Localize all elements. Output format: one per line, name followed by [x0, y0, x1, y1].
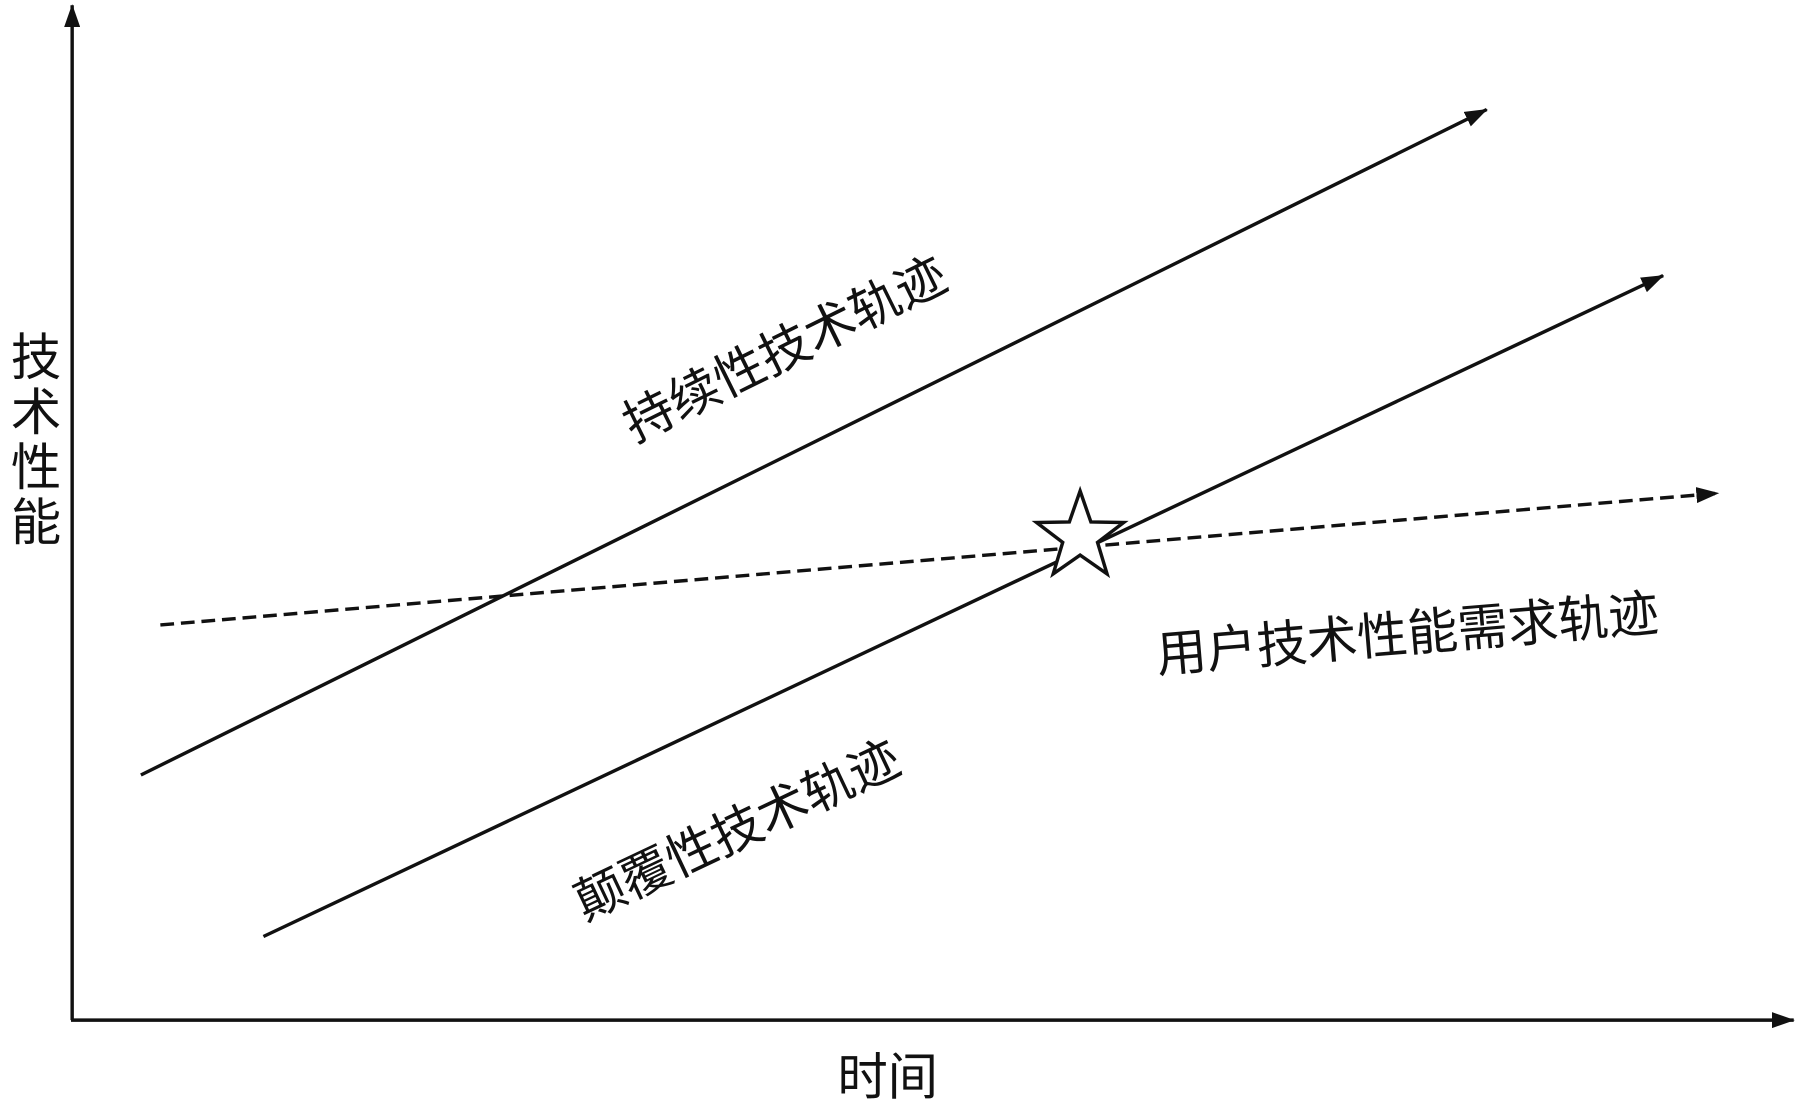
sustaining-trajectory-label: 持续性技术轨迹 — [614, 245, 956, 454]
sustaining-trajectory-line — [140, 107, 1488, 777]
demand-trajectory-line — [160, 487, 1720, 627]
disruptive-trajectory-line — [262, 274, 1665, 939]
disruptive-trajectory-label: 颠覆性技术轨迹 — [565, 728, 909, 932]
y-axis-label: 技术性能 — [3, 331, 62, 551]
demand-trajectory-label: 用户技术性能需求轨迹 — [1154, 583, 1661, 684]
star-icon — [1031, 485, 1129, 579]
x-axis-label: 时间 — [837, 1048, 938, 1101]
